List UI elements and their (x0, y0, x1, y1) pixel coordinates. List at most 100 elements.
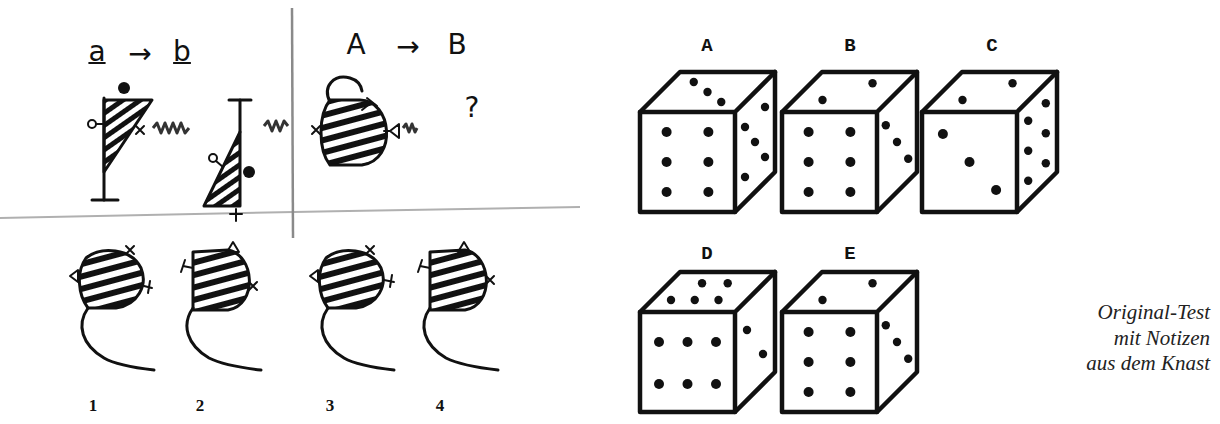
tick (96, 123, 104, 125)
die-pip (691, 296, 699, 304)
tail (82, 308, 154, 370)
die-pip (703, 127, 713, 137)
die-pip (1042, 129, 1050, 137)
die-letter: B (844, 37, 855, 56)
tail (187, 308, 261, 370)
cross-mark (366, 246, 374, 254)
cross-mark (249, 282, 257, 290)
die-pip (882, 121, 890, 129)
scribble (403, 124, 417, 132)
die-pip (759, 350, 767, 358)
hook (327, 77, 362, 102)
die-pip (703, 157, 713, 167)
t-mark (362, 98, 377, 110)
die-pip (717, 98, 725, 106)
die-edge (640, 272, 775, 412)
die-pip (711, 379, 721, 389)
tick (216, 161, 223, 167)
die-pip (991, 185, 1001, 195)
triangle-mark (70, 270, 78, 282)
die-pip (1042, 159, 1050, 167)
option-number: 2 (196, 397, 205, 414)
die-pip (804, 127, 814, 137)
dot (118, 82, 130, 94)
die-pip (818, 296, 826, 304)
scribble (153, 123, 189, 133)
die-pip (804, 157, 814, 167)
divider-line (292, 8, 293, 238)
die-pip (938, 129, 948, 139)
die-pip (882, 321, 890, 329)
striped-body (193, 250, 249, 310)
cross-mark (312, 126, 320, 134)
die-pip (965, 157, 975, 167)
die-pip (958, 96, 966, 104)
die-pip (654, 337, 664, 347)
die-pip (1024, 117, 1032, 125)
die-pip (741, 123, 749, 131)
triangle-mark (310, 270, 318, 282)
stick-bar (229, 99, 251, 102)
figure-A (312, 77, 399, 165)
cross-mark (126, 246, 134, 254)
cross-mark (486, 276, 494, 284)
die (640, 272, 775, 412)
option-figure (181, 242, 261, 370)
die-outline (640, 72, 775, 212)
die-outline (782, 272, 917, 412)
die-edge (640, 72, 775, 212)
die-pip (683, 337, 693, 347)
die-pip (1024, 177, 1032, 185)
die-pip (683, 379, 693, 389)
tail (322, 308, 394, 370)
t-mark (144, 281, 152, 293)
die-pip (893, 138, 901, 146)
die-pip (868, 279, 876, 287)
pencil-line (0, 207, 580, 218)
die-pip (845, 157, 855, 167)
die-pip (845, 127, 855, 137)
small-circle (88, 120, 96, 128)
t-mark (418, 260, 430, 272)
die-edge (782, 72, 917, 212)
die-pip (662, 187, 672, 197)
die-outline (922, 72, 1057, 212)
t-mark (384, 275, 394, 287)
die-pip (690, 78, 698, 86)
arrow-symbol: → (128, 40, 151, 68)
die-letter: E (844, 245, 855, 264)
die-pip (845, 387, 855, 397)
analogy-letter: b (173, 38, 191, 66)
option-number: 4 (436, 397, 445, 414)
stick (239, 100, 242, 132)
question-mark: ? (465, 94, 480, 122)
die-pip (804, 357, 814, 367)
striped-body (79, 251, 143, 308)
die-pip (761, 103, 769, 111)
striped-body (321, 100, 387, 165)
arrow-symbol: → (396, 33, 419, 61)
triangle-mark (227, 242, 239, 252)
die-pip (868, 79, 876, 87)
figure-b (204, 100, 255, 221)
option-figure (418, 242, 498, 370)
figure-a (88, 82, 152, 200)
triangle-mark (384, 124, 399, 138)
die-pip (845, 187, 855, 197)
die-edge (782, 272, 917, 412)
striped-triangle (104, 100, 152, 172)
die-pip (743, 326, 751, 334)
plus-mark (230, 209, 242, 221)
triangle-mark (458, 242, 470, 252)
die-pip (751, 138, 759, 146)
die-pip (711, 337, 721, 347)
analogy-letter: A (346, 31, 365, 59)
die-pip (845, 357, 855, 367)
die-pip (904, 155, 912, 163)
die-pip (904, 355, 912, 363)
die (782, 272, 917, 412)
option-figure (310, 246, 394, 370)
die-pip (761, 153, 769, 161)
die-letter: A (701, 37, 712, 56)
